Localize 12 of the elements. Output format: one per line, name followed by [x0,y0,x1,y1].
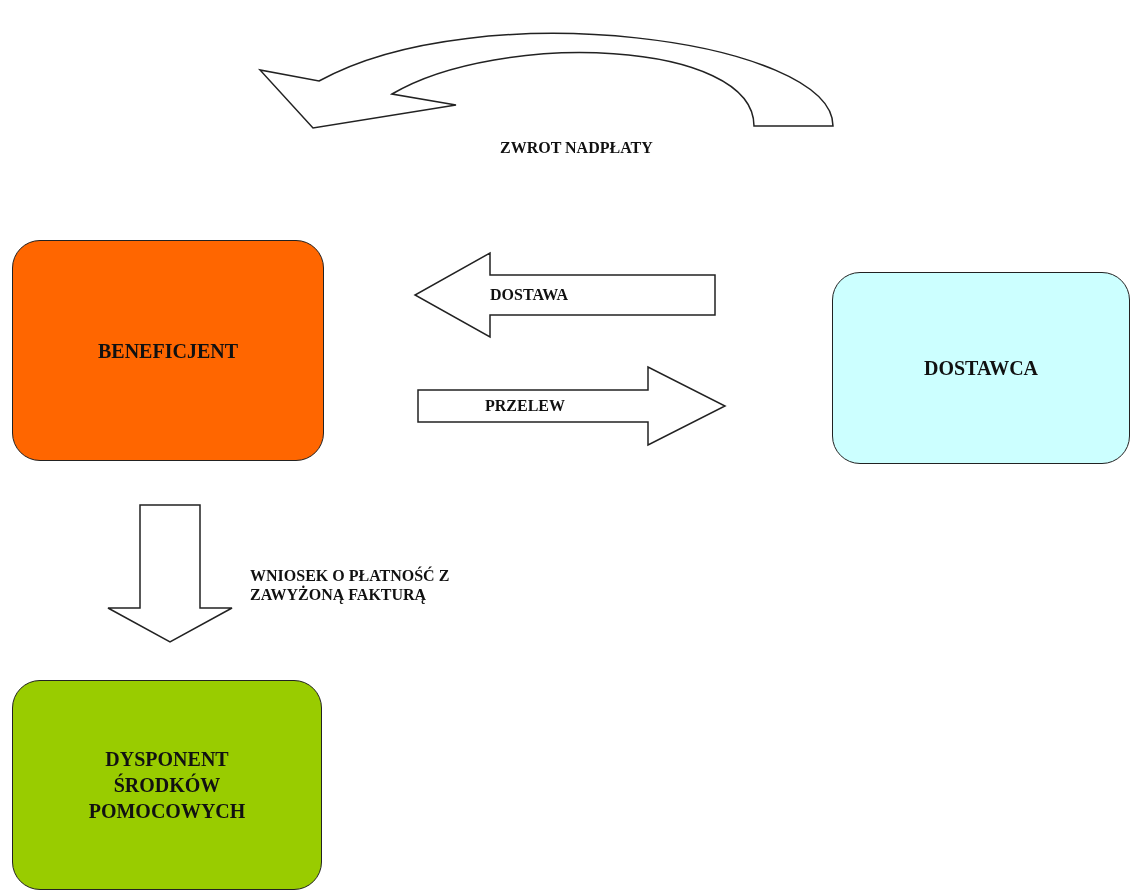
node-label: DYSPONENT ŚRODKÓW POMOCOWYCH [87,747,247,824]
node-label: DOSTAWCA [922,356,1040,381]
block-arrow [417,365,727,447]
edge-label: DOSTAWA [490,285,569,305]
node-label: BENEFICJENT [97,338,239,364]
edge-label: PRZELEW [485,396,566,416]
block-arrow [413,251,716,339]
curved-block-arrow [259,33,834,129]
rounded-box [832,272,1130,464]
rounded-box [12,240,324,461]
block-arrow [107,504,233,643]
rounded-box [12,680,322,890]
